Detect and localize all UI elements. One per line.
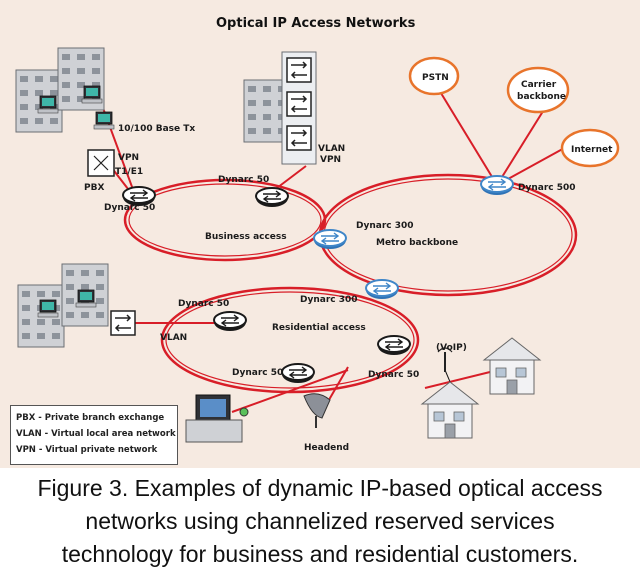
headend-label: Headend	[304, 443, 349, 453]
headend-dish	[303, 393, 331, 428]
business-building-1	[15, 47, 115, 133]
voip-label: (VoIP)	[436, 343, 467, 353]
vlan-building-top	[243, 51, 317, 165]
residential-pc	[185, 394, 249, 443]
caption-line-2: networks using channelized reserved serv…	[85, 508, 555, 534]
pbx-label: PBX	[84, 183, 104, 193]
vlan-left-label: VLAN	[160, 333, 187, 343]
internet-label: Internet	[571, 145, 613, 155]
diagram-title: Optical IP Access Networks	[216, 16, 416, 31]
residential-access-ring-inner	[165, 291, 415, 389]
legend-pbx: PBX - Private branch exchange	[16, 413, 165, 423]
vpn-business-label: VPN	[118, 153, 139, 163]
connection-lines	[102, 79, 569, 413]
metro-backbone-label: Metro backbone	[376, 238, 458, 248]
network-diagram: Optical IP Access Networks	[15, 16, 620, 453]
dynarc50-res-right-label: Dynarc 50	[368, 370, 419, 380]
router-dynarc500	[480, 175, 514, 196]
caption-line-3: technology for business and residential …	[61, 541, 579, 567]
house-2	[421, 381, 479, 439]
router-dynarc50-res-bottom	[281, 363, 315, 384]
pbx-switch	[87, 149, 115, 177]
metro-backbone-ring	[318, 173, 578, 297]
router-dynarc50-business-top	[255, 187, 289, 208]
business-access-label: Business access	[205, 232, 287, 242]
residential-access-label: Residential access	[272, 323, 366, 333]
dynarc50-res-left-label: Dynarc 50	[178, 299, 229, 309]
pstn-label: PSTN	[422, 73, 449, 83]
backbone-label: backbone	[517, 92, 566, 102]
diagram-panel: Optical IP Access Networks	[0, 0, 640, 468]
residential-building	[17, 263, 136, 348]
t1e1-label: T1/E1	[115, 167, 143, 177]
internet-cloud: Internet	[560, 128, 620, 168]
dynarc50-business-top-label: Dynarc 50	[218, 175, 269, 185]
router-dynarc300-metro	[313, 229, 347, 250]
legend-vlan: VLAN - Virtual local area network	[16, 429, 176, 439]
legend-box: PBX - Private branch exchange VLAN - Vir…	[10, 405, 178, 465]
house-1	[483, 337, 541, 395]
ethernet-label: 10/100 Base Tx	[118, 124, 195, 134]
dynarc500-label: Dynarc 500	[518, 183, 576, 193]
carrier-label: Carrier	[521, 80, 557, 90]
caption-line-1: Figure 3. Examples of dynamic IP-based o…	[37, 475, 603, 501]
vpn-top-label: VPN	[320, 155, 341, 165]
carrier-backbone-cloud: Carrier backbone	[506, 66, 570, 114]
pstn-cloud: PSTN	[408, 56, 460, 96]
router-dynarc50-res-right	[377, 335, 411, 356]
router-dynarc300-residential	[365, 279, 399, 300]
dynarc300-top-label: Dynarc 300	[356, 221, 414, 231]
vlan-top-label: VLAN	[318, 144, 345, 154]
dynarc50-business-left-label: Dynarc 50	[104, 203, 155, 213]
dynarc300-bottom-label: Dynarc 300	[300, 295, 358, 305]
business-access-ring-inner	[128, 183, 322, 257]
legend-vpn: VPN - Virtual private network	[16, 445, 158, 455]
metro-backbone-ring-inner	[323, 178, 573, 292]
figure-caption: Figure 3. Examples of dynamic IP-based o…	[0, 472, 640, 571]
voip-antenna	[437, 347, 453, 372]
dynarc50-res-bottom-label: Dynarc 50	[232, 368, 283, 378]
router-dynarc50-res-left	[213, 311, 247, 332]
